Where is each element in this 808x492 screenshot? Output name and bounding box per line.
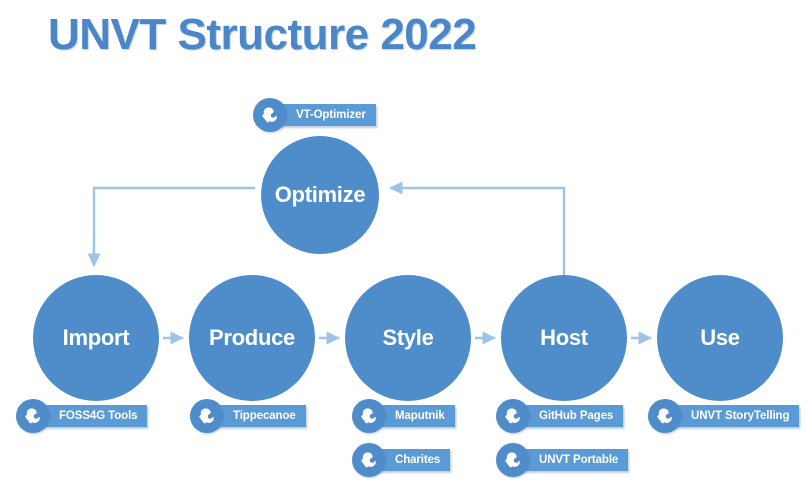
- badge-vt-optimizer[interactable]: VT-Optimizer: [253, 98, 376, 132]
- node-produce-label: Produce: [209, 325, 295, 350]
- node-optimize[interactable]: Optimize: [261, 136, 379, 254]
- badge-charites-label: Charites: [377, 449, 451, 471]
- badge-vt-optimizer-label: VT-Optimizer: [278, 104, 376, 126]
- wrench-icon: [496, 443, 530, 477]
- badge-foss4g-tools-label: FOSS4G Tools: [41, 405, 148, 427]
- node-use[interactable]: Use: [657, 275, 783, 401]
- arrow-optimize-to-import: [87, 186, 255, 267]
- node-import-label: Import: [62, 325, 130, 350]
- node-host[interactable]: Host: [501, 275, 627, 401]
- node-optimize-label: Optimize: [274, 182, 366, 207]
- badge-unvt-storytelling-label: UNVT StoryTelling: [673, 405, 800, 427]
- page-title: UNVT Structure 2022: [48, 10, 477, 59]
- node-style[interactable]: Style: [345, 275, 471, 401]
- badge-unvt-storytelling[interactable]: UNVT StoryTelling: [648, 399, 800, 433]
- badge-unvt-portable-label: UNVT Portable: [521, 449, 629, 471]
- badge-tippecanoe-label: Tippecanoe: [215, 405, 306, 427]
- badge-github-pages[interactable]: GitHub Pages: [496, 399, 624, 433]
- badge-maputnik-label: Maputnik: [377, 405, 455, 427]
- node-import[interactable]: Import: [33, 275, 159, 401]
- wrench-icon: [352, 399, 386, 433]
- wrench-icon: [16, 399, 50, 433]
- wrench-icon: [648, 399, 682, 433]
- node-style-label: Style: [382, 325, 434, 350]
- wrench-icon: [253, 98, 287, 132]
- node-use-label: Use: [700, 325, 740, 350]
- badge-foss4g-tools[interactable]: FOSS4G Tools: [16, 399, 148, 433]
- node-host-label: Host: [540, 325, 588, 350]
- badge-charites[interactable]: Charites: [352, 443, 451, 477]
- wrench-icon: [352, 443, 386, 477]
- node-produce[interactable]: Produce: [189, 275, 315, 401]
- badge-maputnik[interactable]: Maputnik: [352, 399, 455, 433]
- wrench-icon: [190, 399, 224, 433]
- badge-github-pages-label: GitHub Pages: [521, 405, 624, 427]
- arrow-host-to-optimize: [389, 181, 566, 277]
- badge-unvt-portable[interactable]: UNVT Portable: [496, 443, 629, 477]
- badge-tippecanoe[interactable]: Tippecanoe: [190, 399, 306, 433]
- wrench-icon: [496, 399, 530, 433]
